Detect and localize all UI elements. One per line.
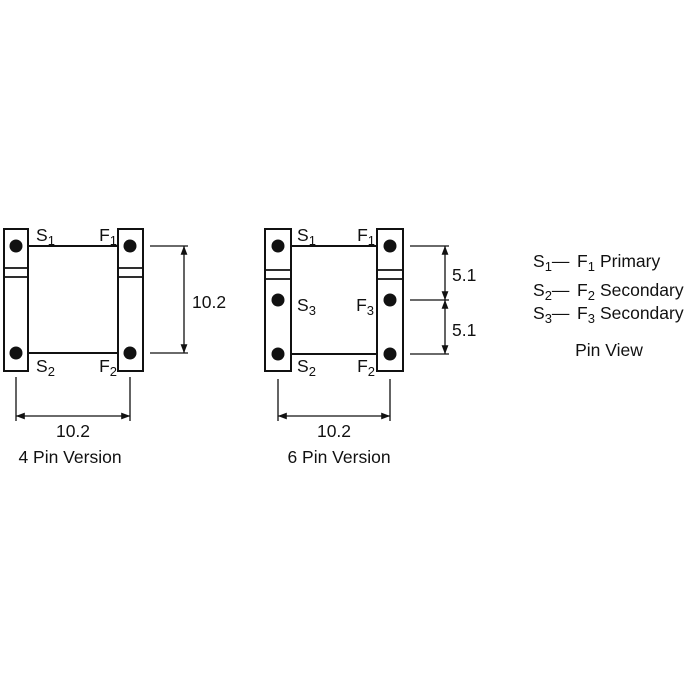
pin-dot-s2 — [9, 346, 23, 360]
pin-label-s1: S1 — [36, 225, 55, 248]
four-pin-diagram: S1 F1 S2 F2 10.2 10.2 4 Pin Version — [3, 225, 226, 467]
width-dimension-value: 10.2 — [56, 421, 90, 441]
pin-dot-f2 — [123, 346, 137, 360]
pin-dot-s1 — [271, 239, 285, 253]
pin-label-f1: F1 — [357, 225, 375, 248]
six-pin-left-lead-strip — [264, 228, 292, 372]
pin-label-f1: F1 — [99, 225, 117, 248]
pin-label-f2: F2 — [99, 356, 117, 379]
pin-dot-f2 — [383, 347, 397, 361]
four-pin-height-dimension: 10.2 — [150, 245, 226, 354]
pin-dot-s2 — [271, 347, 285, 361]
pin-label-f3: F3 — [356, 295, 374, 318]
four-pin-width-dimension: 10.2 — [15, 377, 131, 441]
pin-dot-f3 — [383, 293, 397, 307]
pin-label-s2: S2 — [36, 356, 55, 379]
six-pin-diagram: S1 F1 S3 F3 S2 F2 5.1 5.1 10.2 6 Pin Ver… — [264, 225, 476, 467]
six-pin-width-dimension: 10.2 — [277, 379, 391, 441]
pin-label-f2: F2 — [357, 356, 375, 379]
pin-label-s2: S2 — [297, 356, 316, 379]
pin-dot-s1 — [9, 239, 23, 253]
pin-dot-f1 — [383, 239, 397, 253]
four-pin-caption: 4 Pin Version — [18, 447, 121, 467]
upper-pitch-dimension-value: 5.1 — [452, 265, 476, 285]
pin-dot-s3 — [271, 293, 285, 307]
pin-label-s3: S3 — [297, 295, 316, 318]
six-pin-caption: 6 Pin Version — [287, 447, 390, 467]
width-dimension-value: 10.2 — [317, 421, 351, 441]
legend-title: Pin View — [575, 340, 643, 360]
lower-pitch-dimension-value: 5.1 — [452, 320, 476, 340]
six-pin-pitch-dimensions: 5.1 5.1 — [410, 245, 476, 355]
height-dimension-value: 10.2 — [192, 292, 226, 312]
pin-label-s1: S1 — [297, 225, 316, 248]
pin-dot-f1 — [123, 239, 137, 253]
